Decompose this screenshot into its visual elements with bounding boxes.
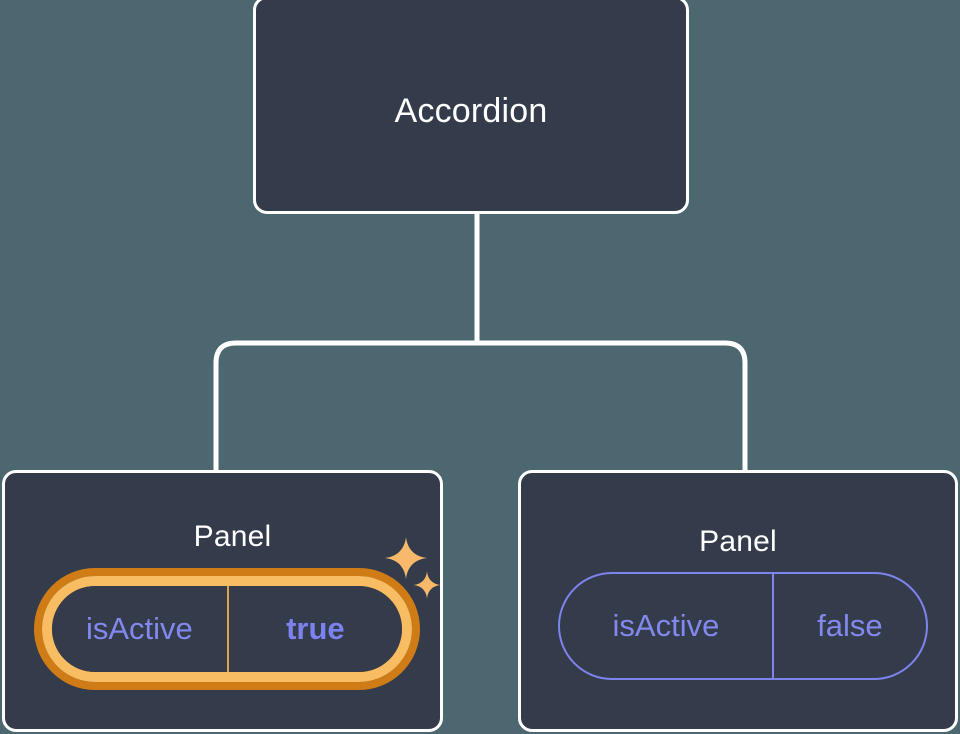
panel-node-left-label: Panel [193,520,272,553]
prop-pill-inactive[interactable]: isActive false [558,572,928,680]
panel-node-right-label: Panel [699,525,777,558]
prop-pill-active-inner: isActive true [52,586,402,672]
prop-key-label: isActive [52,586,229,672]
panel-node-right[interactable]: Panel isActive false [518,470,958,732]
prop-value-label: true [286,611,345,646]
prop-value-label: false [817,608,883,643]
prop-key-label: isActive [560,574,774,678]
panel-node-left[interactable]: Panel isActive true [2,470,443,732]
root-node[interactable]: Accordion [253,0,689,214]
prop-pill-active[interactable]: isActive true [42,576,412,682]
root-node-label: Accordion [394,92,548,130]
connector-branch [213,340,748,470]
